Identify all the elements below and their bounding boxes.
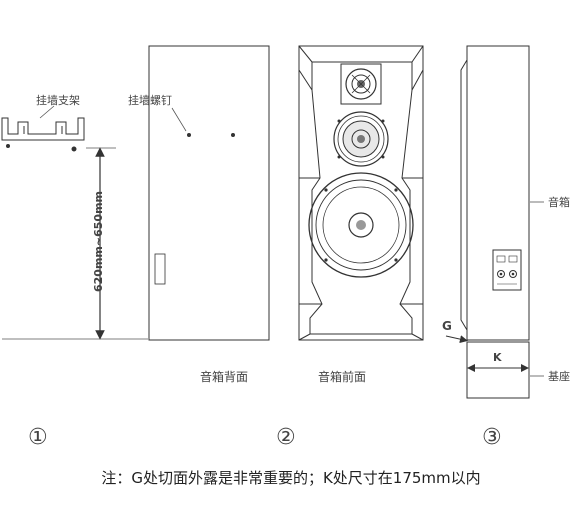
screw-leader-line [171, 107, 187, 132]
marker-three: ③ [482, 425, 502, 450]
midrange-driver [333, 111, 389, 167]
speaker-back-panel [148, 45, 270, 341]
g-pointer-arrow [445, 335, 468, 344]
tweeter-driver [340, 63, 382, 105]
wall-screw-left [187, 133, 191, 137]
marker-two: ② [276, 425, 296, 450]
bracket-leader-line [39, 105, 55, 119]
side-connector-terminal [492, 249, 522, 291]
k-label: K [493, 351, 502, 364]
speaker-side-panel [460, 45, 530, 341]
speaker-box-label: 音箱 [548, 195, 570, 209]
wall-bracket-label: 挂墙支架 [36, 93, 80, 107]
back-view-caption: 音箱背面 [200, 369, 248, 384]
front-view-caption: 音箱前面 [318, 369, 366, 384]
marker-one: ① [28, 425, 48, 450]
wall-bracket [1, 117, 85, 152]
note-text: 注：G处切面外露是非常重要的；K处尺寸在175mm以内 [101, 469, 480, 487]
base-label: 基座 [548, 369, 570, 383]
speaker-front-panel [298, 45, 424, 341]
back-connector-plate [154, 253, 166, 285]
g-label: G [442, 319, 452, 333]
wall-screw-right [231, 133, 235, 137]
wall-screw-label: 挂墙螺钉 [128, 93, 172, 107]
woofer-driver [308, 172, 414, 278]
height-range-label: 620mm~650mm [92, 191, 105, 292]
